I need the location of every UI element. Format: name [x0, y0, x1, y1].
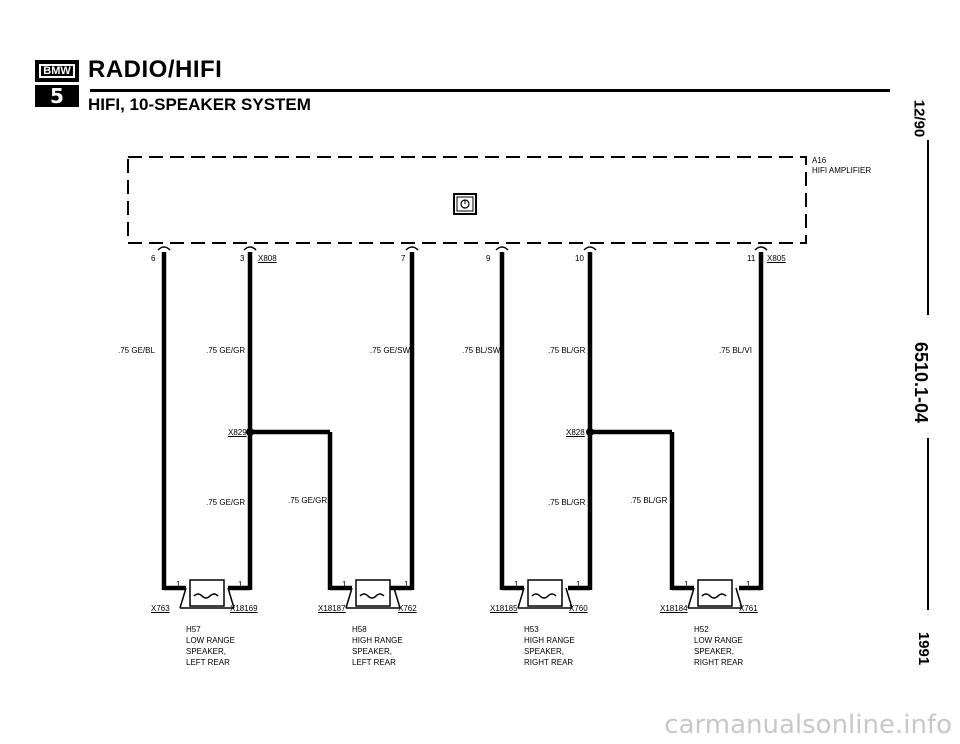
wire-label: .75 BL/SW	[462, 346, 501, 355]
bmw-logo-icon: BMW	[35, 60, 79, 82]
side-rule-2	[927, 438, 929, 610]
pin-number: 7	[401, 254, 406, 263]
speaker-pin: 1	[514, 580, 519, 589]
speaker-caption: H53 HIGH RANGE SPEAKER, RIGHT REAR	[524, 625, 575, 667]
wire-label: .75 GE/GR	[206, 346, 246, 355]
page-subtitle: HIFI, 10-SPEAKER SYSTEM	[88, 95, 311, 114]
connector-x805: X805	[767, 254, 786, 263]
pin-number: 3	[240, 254, 245, 263]
speaker-connector: X18169	[230, 604, 258, 613]
speaker-caption: H58 HIGH RANGE SPEAKER, LEFT REAR	[352, 625, 403, 667]
header-rule	[90, 89, 890, 92]
speakers	[179, 579, 743, 609]
wire-label: .75 BL/VI	[719, 346, 752, 355]
speaker-connector: X760	[569, 604, 588, 613]
splice-x828	[586, 428, 594, 436]
wire-label: .75 GE/GR	[206, 498, 246, 507]
connector-x829: X829	[228, 428, 247, 437]
speaker-connector: X762	[398, 604, 417, 613]
pin-number: 9	[486, 254, 491, 263]
pin-number: 6	[151, 254, 156, 263]
speaker-connector: X18184	[660, 604, 688, 613]
amplifier-box	[127, 156, 807, 244]
speaker-caption: H57 LOW RANGE SPEAKER, LEFT REAR	[186, 625, 235, 667]
pin-number: 11	[747, 254, 756, 263]
wire-label: .75 GE/BL	[118, 346, 155, 355]
speaker-pin: 1	[238, 580, 243, 589]
wires	[161, 252, 764, 591]
speaker-pin: 1	[684, 580, 689, 589]
amplifier-ref: A16	[812, 156, 827, 165]
logo-text: BMW	[39, 64, 75, 78]
connector-x808: X808	[258, 254, 277, 263]
wire-label: .75 BL/GR	[548, 346, 586, 355]
speaker-connector: X18185	[490, 604, 518, 613]
speaker-pin: 1	[342, 580, 347, 589]
speaker-pin: 1	[576, 580, 581, 589]
connector-x828: X828	[566, 428, 585, 437]
watermark: carmanualsonline.info	[664, 710, 952, 740]
pin-connectors	[157, 246, 768, 251]
pin-number: 10	[575, 254, 584, 263]
speaker-icon	[687, 579, 743, 609]
page-title: RADIO/HIFI	[88, 56, 223, 83]
speaker-icon	[517, 579, 573, 609]
speaker-icon	[345, 579, 401, 609]
speaker-connector: X18187	[318, 604, 346, 613]
speaker-connector: X761	[739, 604, 758, 613]
speaker-pin: 1	[176, 580, 181, 589]
splice-x829	[246, 428, 254, 436]
speaker-pin: 1	[404, 580, 409, 589]
wire-label: .75 BL/GR	[548, 498, 586, 507]
series-number-badge: 5	[35, 85, 79, 107]
wire-label: .75 GE/GR	[288, 496, 328, 505]
amplifier-name: HIFI AMPLIFIER	[812, 166, 872, 175]
bmw-5-series-logo: BMW 5	[35, 60, 83, 116]
wire-label: .75 BL/GR	[630, 496, 668, 505]
amplifier-ground-symbol-icon	[453, 193, 477, 215]
wire-label: .75 GE/SW	[370, 346, 411, 355]
speaker-pin: 1	[746, 580, 751, 589]
speaker-icon	[179, 579, 235, 609]
speaker-caption: H52 LOW RANGE SPEAKER, RIGHT REAR	[694, 625, 744, 667]
side-rule-1	[927, 140, 929, 315]
speaker-connector: X763	[151, 604, 170, 613]
